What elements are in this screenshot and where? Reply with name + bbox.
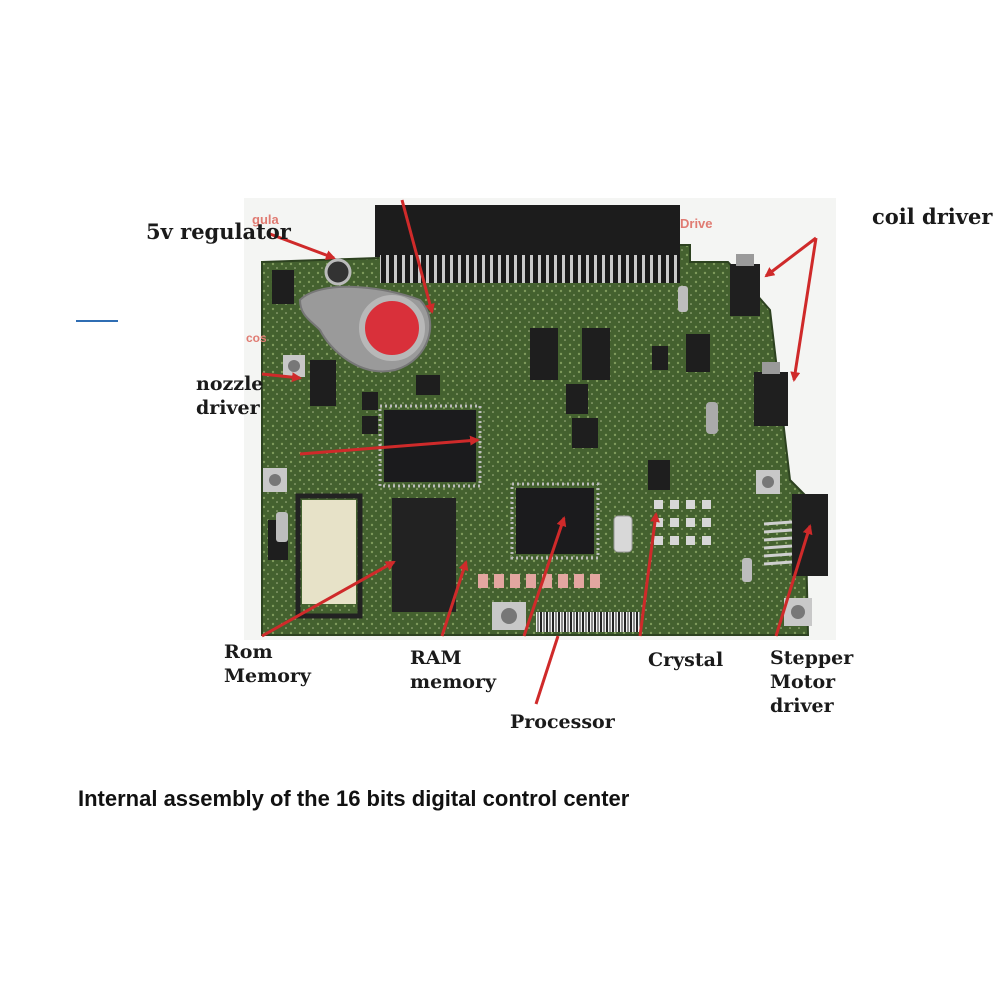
label-ram-line1: RAM — [410, 647, 462, 669]
blue-dash-mark — [76, 320, 118, 322]
label-rom-line1: Rom — [224, 641, 273, 663]
arrow-ram-chip — [299, 435, 480, 456]
arrow-connector — [400, 199, 435, 314]
pcb-text-driver: Drive — [680, 216, 713, 231]
label-ram-memory: RAM memory — [410, 646, 496, 694]
arrow-coil-top — [764, 236, 817, 278]
red-capacitor — [359, 295, 425, 361]
barcode-sticker — [536, 612, 640, 632]
coil-driver-top — [730, 264, 760, 316]
resistor-row — [478, 574, 600, 588]
label-processor: Processor — [510, 711, 615, 733]
figure-caption: Internal assembly of the 16 bits digital… — [78, 786, 630, 811]
label-rom-memory: Rom Memory — [224, 640, 311, 688]
pcb-text-regulator: gula — [252, 212, 279, 227]
label-crystal: Crystal — [648, 649, 724, 671]
regulator-cap — [324, 258, 352, 286]
label-nozzle-line1: nozzle — [196, 373, 264, 395]
coil-driver-bottom — [754, 372, 788, 426]
connector-header — [375, 205, 680, 257]
arrow-coil-bottom — [790, 237, 818, 382]
arrow-rom — [261, 560, 396, 638]
label-rom-line2: Memory — [224, 665, 311, 687]
arrow-processor-up — [522, 516, 567, 637]
pcb-text-cos: cos — [246, 331, 267, 345]
label-stepper-line1: Stepper — [770, 647, 854, 669]
label-nozzle-driver: nozzle driver — [196, 372, 263, 420]
label-ram-line2: memory — [410, 671, 497, 693]
label-5v-regulator: 5v regulator — [146, 219, 291, 244]
label-stepper-line3: driver — [770, 695, 834, 717]
annotation-arrows — [261, 199, 818, 705]
label-stepper-line2: Motor — [770, 671, 836, 693]
crystal-component — [613, 515, 633, 553]
stepper-driver-pins — [763, 520, 793, 566]
arrow-nozzle — [261, 372, 302, 383]
arrow-processor-down — [534, 635, 560, 705]
arrow-ram — [440, 560, 469, 637]
arrow-regulator — [269, 232, 336, 260]
label-coil-driver: coil driver — [872, 204, 993, 229]
label-stepper-motor-driver: Stepper Motor driver — [770, 646, 853, 718]
arrow-crystal — [638, 512, 660, 637]
rom-chip — [392, 498, 456, 612]
label-nozzle-line2: driver — [196, 397, 260, 419]
arrow-stepper — [774, 524, 813, 637]
connector-pins — [380, 255, 680, 283]
